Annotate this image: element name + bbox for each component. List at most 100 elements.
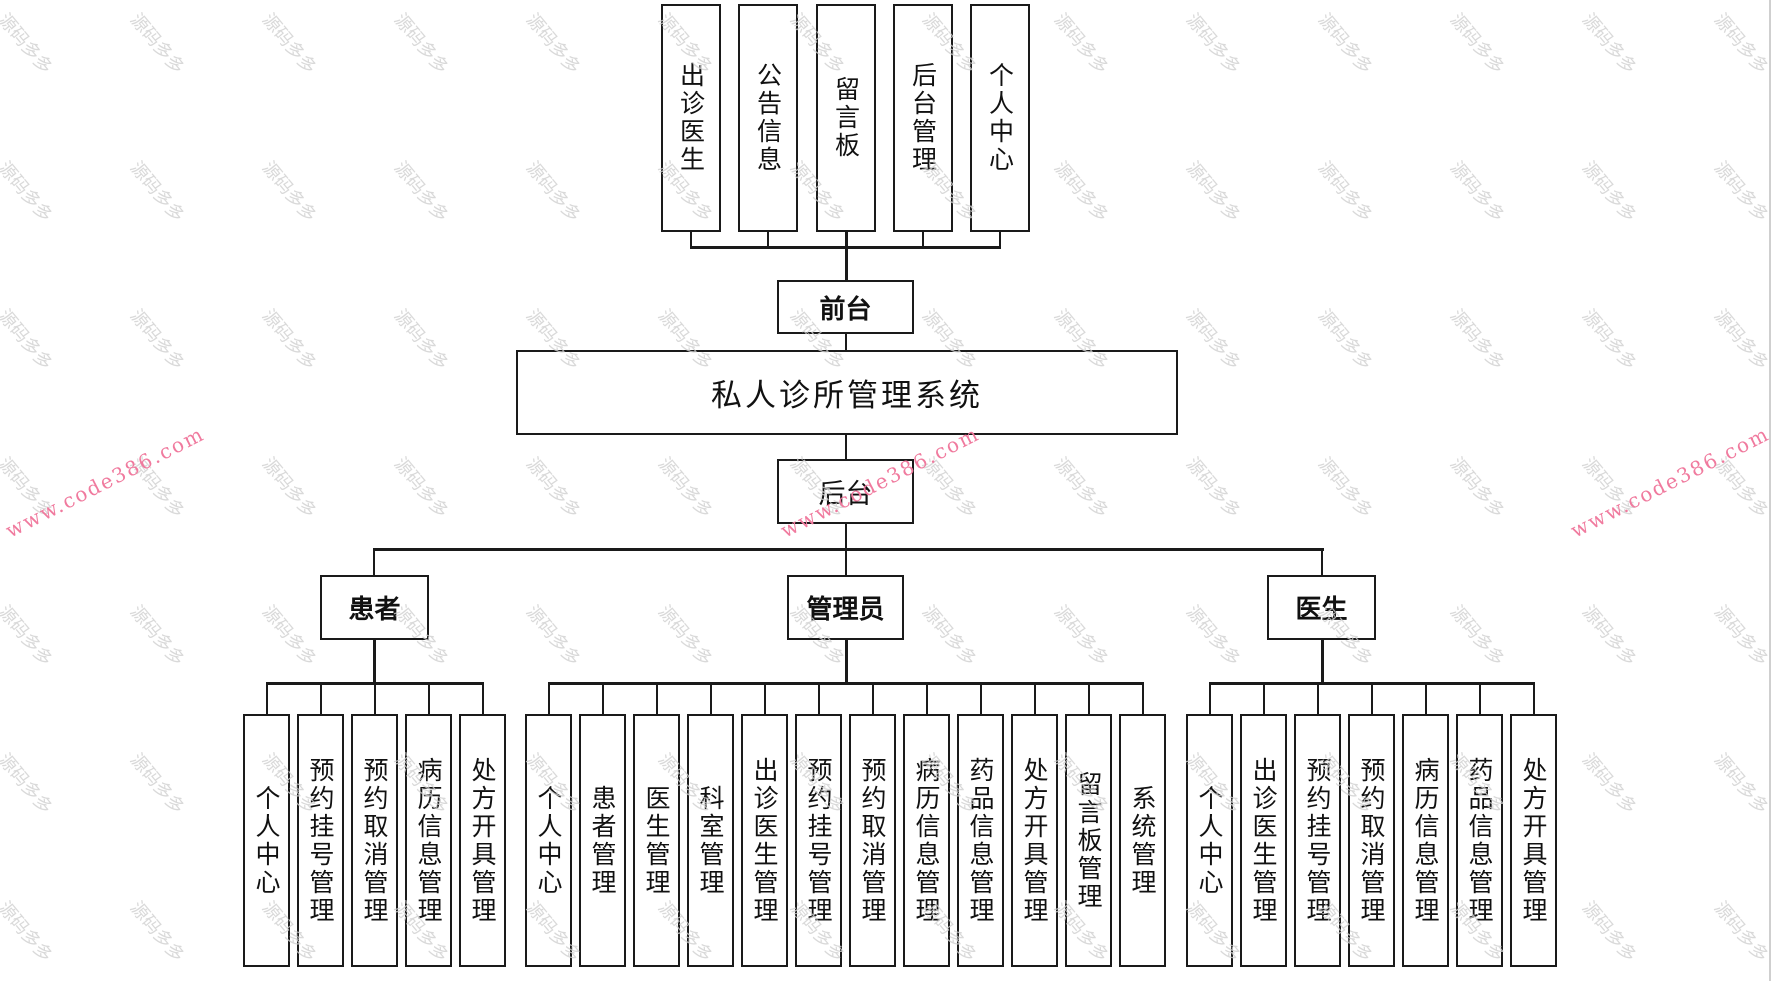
role-label: 管理员 — [806, 595, 885, 625]
frontend-module-3: 后台管理 — [893, 4, 953, 232]
connector — [373, 548, 1324, 551]
watermark-url: www.code386.com — [1566, 421, 1773, 543]
connector — [1316, 682, 1319, 715]
watermark-text: 源码多多 — [521, 9, 585, 79]
watermark-text: 源码多多 — [1709, 897, 1773, 967]
connector — [481, 682, 484, 715]
module-label: 预约取消管理 — [858, 756, 887, 925]
module-label: 病历信息管理 — [1411, 756, 1440, 925]
watermark-text: 源码多多 — [1577, 749, 1641, 819]
watermark-text: 源码多多 — [1445, 9, 1509, 79]
backend-node: 后台 — [777, 459, 914, 524]
module-label: 预约取消管理 — [1357, 756, 1386, 925]
module-label: 出诊医生 — [676, 62, 706, 174]
admin-module-3: 科室管理 — [687, 714, 734, 967]
watermark-text: 源码多多 — [1313, 9, 1377, 79]
module-label: 后台管理 — [908, 62, 938, 174]
module-label: 患者管理 — [588, 784, 617, 897]
connector — [547, 682, 550, 715]
watermark-text: 源码多多 — [521, 601, 585, 671]
patient-module-0: 个人中心 — [243, 714, 290, 967]
connector — [845, 333, 847, 351]
watermark-text: 源码多多 — [389, 305, 453, 375]
connector — [1321, 639, 1324, 684]
watermark-text: 源码多多 — [1181, 601, 1245, 671]
admin-module-5: 预约挂号管理 — [795, 714, 842, 967]
connector — [1033, 682, 1036, 715]
page-edge — [1769, 0, 1771, 981]
connector — [845, 639, 848, 684]
module-label: 药品信息管理 — [966, 756, 995, 925]
connector — [373, 639, 376, 684]
connector — [925, 682, 928, 715]
module-label: 医生管理 — [642, 784, 671, 897]
backend-label: 后台 — [818, 479, 873, 510]
module-label: 预约挂号管理 — [1303, 756, 1332, 925]
module-label: 个人中心 — [534, 784, 563, 897]
watermark-text: 源码多多 — [1445, 305, 1509, 375]
module-label: 处方开具管理 — [468, 756, 497, 925]
connector — [871, 682, 874, 715]
admin-module-10: 留言板管理 — [1065, 714, 1112, 967]
module-label: 处方开具管理 — [1020, 756, 1049, 925]
watermark-text: 源码多多 — [389, 9, 453, 79]
watermark-text: 源码多多 — [0, 305, 57, 375]
watermark-text: 源码多多 — [1577, 601, 1641, 671]
watermark-text: 源码多多 — [1445, 157, 1509, 227]
role-label: 医生 — [1295, 595, 1348, 625]
watermark-text: 源码多多 — [125, 157, 189, 227]
connector — [1262, 682, 1265, 715]
module-label: 留言板 — [831, 76, 861, 160]
watermark-text: 源码多多 — [125, 749, 189, 819]
connector — [1370, 682, 1373, 715]
watermark-text: 源码多多 — [1313, 157, 1377, 227]
watermark-text: 源码多多 — [1709, 601, 1773, 671]
watermark-text: 源码多多 — [1181, 157, 1245, 227]
module-label: 病历信息管理 — [912, 756, 941, 925]
admin-module-0: 个人中心 — [525, 714, 572, 967]
connector — [767, 231, 769, 248]
watermark-text: 源码多多 — [653, 601, 717, 671]
module-label: 公告信息 — [753, 62, 783, 174]
watermark-text: 源码多多 — [257, 157, 321, 227]
connector — [319, 682, 322, 715]
watermark-text: 源码多多 — [1577, 897, 1641, 967]
connector — [265, 682, 268, 715]
module-label: 出诊医生管理 — [750, 756, 779, 925]
connector — [547, 682, 1144, 685]
watermark-text: 源码多多 — [917, 453, 981, 523]
admin-module-8: 药品信息管理 — [957, 714, 1004, 967]
module-label: 科室管理 — [696, 784, 725, 897]
role-patient: 患者 — [320, 575, 429, 640]
patient-module-3: 病历信息管理 — [405, 714, 452, 967]
connector — [601, 682, 604, 715]
role-label: 患者 — [348, 595, 401, 625]
watermark-text: 源码多多 — [0, 9, 57, 79]
module-label: 系统管理 — [1128, 784, 1157, 897]
frontend-label: 前台 — [819, 294, 872, 325]
connector — [655, 682, 658, 715]
watermark-text: 源码多多 — [0, 749, 57, 819]
module-label: 病历信息管理 — [414, 756, 443, 925]
watermark-text: 源码多多 — [1049, 601, 1113, 671]
module-label: 留言板管理 — [1074, 770, 1103, 911]
watermark-text: 源码多多 — [257, 305, 321, 375]
system-title: 私人诊所管理系统 — [711, 378, 983, 414]
watermark-text: 源码多多 — [521, 157, 585, 227]
watermark-text: 源码多多 — [521, 453, 585, 523]
module-label: 预约挂号管理 — [804, 756, 833, 925]
frontend-module-0: 出诊医生 — [661, 4, 721, 232]
connector — [1478, 682, 1481, 715]
watermark-text: 源码多多 — [125, 305, 189, 375]
connector — [373, 548, 375, 576]
connector — [763, 682, 766, 715]
watermark-text: 源码多多 — [1445, 453, 1509, 523]
watermark-text: 源码多多 — [125, 9, 189, 79]
watermark-text: 源码多多 — [1181, 453, 1245, 523]
watermark-text: 源码多多 — [1445, 601, 1509, 671]
watermark-text: 源码多多 — [389, 157, 453, 227]
watermark-text: 源码多多 — [1181, 9, 1245, 79]
watermark-text: 源码多多 — [0, 453, 57, 523]
watermark-text: 源码多多 — [1577, 305, 1641, 375]
watermark-text: 源码多多 — [1049, 9, 1113, 79]
